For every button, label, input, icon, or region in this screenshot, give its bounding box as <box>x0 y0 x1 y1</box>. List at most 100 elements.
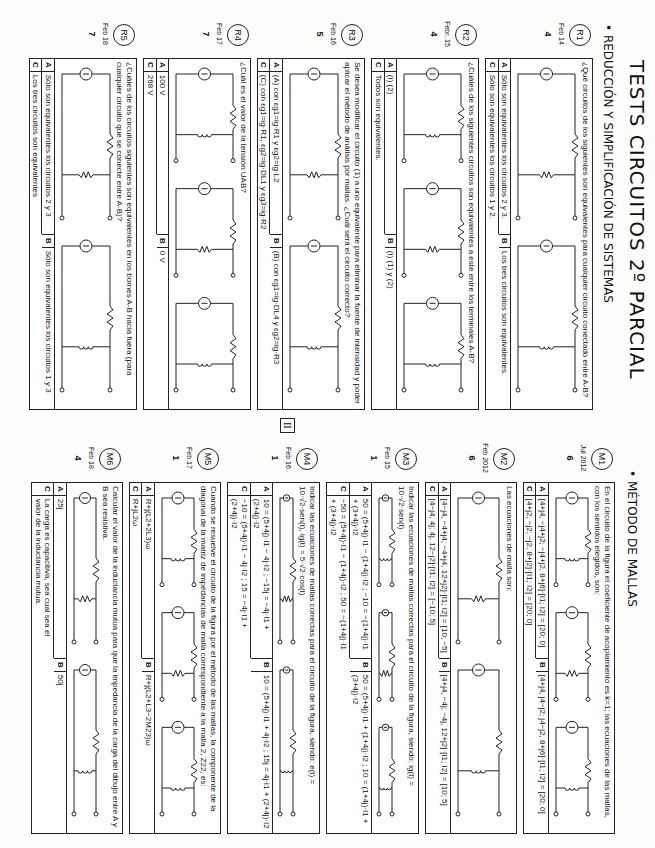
wire <box>162 612 172 613</box>
terminal <box>72 640 76 644</box>
resistor-wire <box>93 498 99 642</box>
question-box: Se desea modificar el circuito (1) a uno… <box>257 58 365 410</box>
inductor-symbol <box>171 788 185 790</box>
source-arrow <box>569 498 575 499</box>
wire <box>90 498 96 499</box>
wire <box>162 673 171 674</box>
wire <box>162 558 171 559</box>
question-text-block: Se desea modificar el circuito (1) a uno… <box>343 62 362 406</box>
wire <box>62 74 80 75</box>
terminal <box>377 812 381 816</box>
question-number: 1 <box>171 436 181 480</box>
wire <box>161 613 162 700</box>
resistor-wire <box>389 498 395 585</box>
circuit-drawing <box>402 68 464 392</box>
source-arrow <box>430 188 436 189</box>
option-text: 100 V <box>157 72 169 99</box>
source-symbol <box>427 297 439 309</box>
wire <box>404 74 427 75</box>
source-arrow <box>430 303 436 304</box>
source-symbol <box>79 665 90 676</box>
wire <box>518 74 519 218</box>
inductor-symbol <box>281 771 292 773</box>
resistor-wire <box>458 189 464 276</box>
source-symbol <box>382 724 389 731</box>
source-symbol <box>382 609 389 615</box>
source-symbol <box>308 240 320 252</box>
exam-date: Feb 16 <box>285 436 292 480</box>
terminal <box>336 388 340 392</box>
resistor-symbol <box>171 670 185 676</box>
resistor-wire <box>458 74 464 161</box>
wire <box>518 246 519 390</box>
wire <box>211 74 234 75</box>
question-text: Se desea modificar el circuito (1) a uno… <box>343 62 362 406</box>
terminal <box>160 812 164 816</box>
option-letter: A <box>385 59 397 72</box>
wire <box>404 249 426 250</box>
source-arrow <box>285 498 288 499</box>
terminal <box>231 159 235 163</box>
question-box: ¿Qué circuitos de los siguientes son equ… <box>485 58 593 410</box>
source-arrow <box>384 612 387 613</box>
question-box: Calcular el valor de la inductancia mutu… <box>31 482 123 834</box>
answer-option: B(I) (1) y (2) <box>385 234 398 409</box>
option-letter: A <box>42 59 54 72</box>
option-text: −10 = (5+4j)·I1 − 4j·I2 ; 15 = −4j·I1 + … <box>228 496 249 658</box>
option-letter: B <box>42 235 54 248</box>
option-text: (I) (1) y (2) <box>385 248 397 292</box>
circuit-figure <box>57 62 115 406</box>
wire <box>579 673 588 674</box>
wire <box>458 498 473 499</box>
question-text: ¿Cuáles de los siguientes circuitos son … <box>466 62 476 406</box>
circuit-figure <box>551 486 593 830</box>
answer-option: A(A) con εg1=ig·R1 y εg2=ig·L2 <box>270 59 283 234</box>
terminal <box>94 812 98 816</box>
terminal <box>390 697 394 701</box>
question-number: 4 <box>429 12 439 56</box>
wire <box>162 788 171 789</box>
terminal <box>554 697 558 701</box>
options-table: A(I) (2)B(I) (1) y (2)CTodos son equival… <box>372 59 397 409</box>
source-symbol <box>283 667 290 674</box>
circuit-drawing <box>516 68 578 392</box>
question-text: ¿Cuál es el valor de la tensión UAB? <box>238 62 248 406</box>
terminal <box>586 812 590 816</box>
resistor-wire <box>290 498 296 642</box>
question-box: Indicar las ecuaciones de mallas correct… <box>326 482 419 834</box>
inductor-symbol <box>198 364 212 366</box>
terminal <box>573 216 577 220</box>
source-arrow <box>202 74 208 75</box>
source-symbol <box>172 607 184 619</box>
option-text: 25j <box>54 496 66 513</box>
option-letter: C <box>486 59 498 72</box>
source-arrow <box>175 612 181 613</box>
wire <box>439 303 462 304</box>
wire <box>211 303 234 304</box>
option-letter: C <box>524 483 536 496</box>
wire <box>74 498 80 499</box>
option-letter: B <box>439 659 451 672</box>
wire <box>62 174 79 175</box>
wire <box>404 134 426 135</box>
option-letter: B <box>270 235 282 248</box>
options-table: ASólo son equivalentes los circuitos 2 y… <box>30 59 55 409</box>
source-symbol <box>473 492 485 504</box>
question-number: 6 <box>565 436 575 480</box>
options-table: A50 = (5+4j)·I1 − (1+4j)·I2 ; −10 = −(1+… <box>327 483 371 833</box>
terminal <box>390 812 394 816</box>
option-letter: A <box>536 483 548 496</box>
source-symbol <box>283 495 290 502</box>
source-arrow <box>83 246 89 247</box>
wire <box>553 74 576 75</box>
source-arrow <box>311 74 317 75</box>
inductor-symbol <box>78 771 92 773</box>
wire <box>439 188 462 189</box>
source-symbol <box>566 492 578 504</box>
question-text-block: Indicar las ecuaciones de mallas correct… <box>397 486 416 830</box>
terminal <box>174 159 178 163</box>
wire <box>185 788 194 789</box>
inductor-symbol <box>565 788 579 790</box>
inductor-symbol <box>426 135 440 137</box>
wire <box>289 246 290 390</box>
